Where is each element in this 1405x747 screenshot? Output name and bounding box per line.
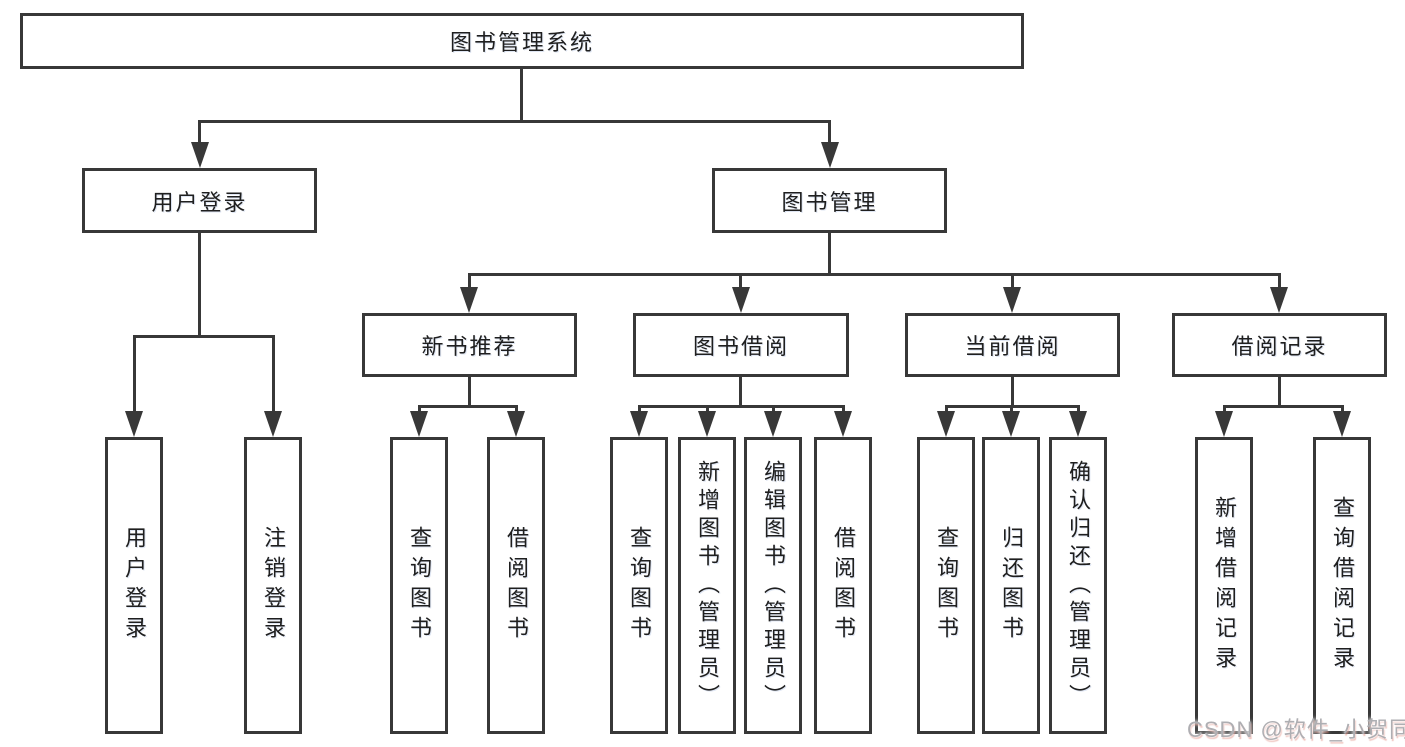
node-user-login: 用户登录 xyxy=(82,168,317,233)
connector-line xyxy=(1278,273,1281,291)
arrow-down-icon xyxy=(1002,411,1020,437)
connector-line xyxy=(1341,405,1344,415)
connector-line xyxy=(520,69,523,123)
leaf-borrow-books-2: 借阅图书 xyxy=(814,437,872,734)
arrow-down-icon xyxy=(191,142,209,168)
arrow-down-icon xyxy=(937,411,955,437)
connector-line xyxy=(418,405,421,415)
node-book-management: 图书管理 xyxy=(712,168,947,233)
connector-line xyxy=(739,377,742,408)
connector-line xyxy=(638,405,845,408)
connector-line xyxy=(1223,405,1344,408)
connector-line xyxy=(468,273,1281,276)
connector-line xyxy=(772,405,775,415)
leaf-query-borrow-record: 查询借阅记录 xyxy=(1313,437,1371,734)
arrow-down-icon xyxy=(507,411,525,437)
arrow-down-icon xyxy=(125,411,143,437)
leaf-query-books-1: 查询图书 xyxy=(390,437,448,734)
connector-line xyxy=(1223,405,1226,415)
node-book-borrow: 图书借阅 xyxy=(633,313,849,377)
arrow-down-icon xyxy=(1069,411,1087,437)
arrow-down-icon xyxy=(732,287,750,313)
connector-line xyxy=(418,405,518,408)
arrow-down-icon xyxy=(821,142,839,168)
leaf-borrow-books-1: 借阅图书 xyxy=(487,437,545,734)
csdn-watermark: CSDN @软件_小贺同学 xyxy=(1187,717,1405,742)
arrow-down-icon xyxy=(1270,287,1288,313)
leaf-add-book-admin: 新增图书（管理员） xyxy=(678,437,736,734)
connector-line xyxy=(198,233,201,338)
leaf-return-books: 归还图书 xyxy=(982,437,1040,734)
connector-line xyxy=(638,405,641,415)
connector-line xyxy=(468,273,471,291)
node-new-book-recommend: 新书推荐 xyxy=(362,313,577,377)
connector-line xyxy=(1011,273,1014,291)
leaf-query-books-2: 查询图书 xyxy=(610,437,668,734)
connector-line xyxy=(133,335,136,413)
arrow-down-icon xyxy=(764,411,782,437)
connector-line xyxy=(133,335,275,338)
leaf-confirm-return-admin: 确认归还（管理员） xyxy=(1049,437,1107,734)
arrow-down-icon xyxy=(1333,411,1351,437)
connector-line xyxy=(828,233,831,276)
leaf-add-borrow-record: 新增借阅记录 xyxy=(1195,437,1253,734)
arrow-down-icon xyxy=(698,411,716,437)
connector-line xyxy=(515,405,518,415)
arrow-down-icon xyxy=(1003,287,1021,313)
connector-line xyxy=(1077,405,1080,415)
node-borrow-records: 借阅记录 xyxy=(1172,313,1387,377)
connector-line xyxy=(706,405,709,415)
arrow-down-icon xyxy=(630,411,648,437)
arrow-down-icon xyxy=(834,411,852,437)
arrow-down-icon xyxy=(460,287,478,313)
connector-line xyxy=(828,120,831,144)
arrow-down-icon xyxy=(410,411,428,437)
leaf-query-books-3: 查询图书 xyxy=(917,437,975,734)
connector-line xyxy=(842,405,845,415)
node-library-management-system: 图书管理系统 xyxy=(20,13,1024,69)
leaf-edit-book-admin: 编辑图书（管理员） xyxy=(744,437,802,734)
leaf-logout: 注销登录 xyxy=(244,437,302,734)
arrow-down-icon xyxy=(264,411,282,437)
connector-line xyxy=(198,120,201,144)
connector-line xyxy=(739,273,742,291)
connector-line xyxy=(945,405,948,415)
connector-line xyxy=(272,335,275,413)
connector-line xyxy=(1010,405,1013,415)
node-current-borrow: 当前借阅 xyxy=(905,313,1120,377)
arrow-down-icon xyxy=(1215,411,1233,437)
connector-line xyxy=(468,377,471,408)
connector-line xyxy=(198,120,831,123)
connector-line xyxy=(1011,377,1014,408)
connector-line xyxy=(1278,377,1281,408)
leaf-user-login: 用户登录 xyxy=(105,437,163,734)
